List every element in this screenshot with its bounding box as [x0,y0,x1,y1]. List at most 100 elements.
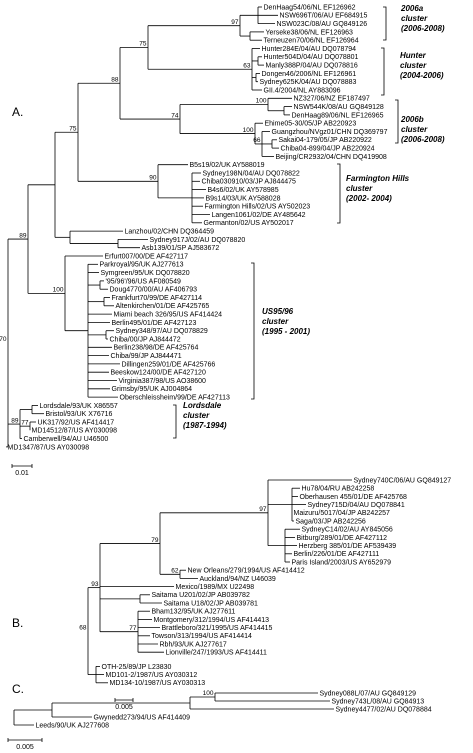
taxon-label: Saitama U201/02/JP AB039782 [152,592,250,599]
bootstrap-value: 90 [149,175,157,182]
bootstrap-value: 75 [69,125,77,132]
taxon-label: Miami beach 326/95/US AF414424 [114,312,223,319]
panel-label: A. [12,105,23,119]
taxon-label: Asb139/01/SP AJ583672 [142,245,220,252]
cluster-bracket [395,99,399,144]
taxon-label: Lanzhou/02/CHN DQ364459 [125,229,215,236]
bootstrap-value: 100 [243,127,254,134]
taxon-label: Sydney348/97/AU DQ078829 [116,328,208,335]
cluster-label: US95/96 [262,307,294,316]
cluster-label: Hunter [400,51,427,60]
taxon-label: Saitama U18/02/JP AB039781 [164,600,259,607]
taxon-label: Berlin238/98/DE AF425764 [114,345,199,352]
taxon-label: Sydney715D/04/AU DQ078841 [308,502,405,509]
cluster-bracket [173,404,177,439]
taxon-label: Maizuru/5017/04/JP AB242257 [294,510,390,517]
cluster-label: 2006b [400,115,424,124]
taxon-label: Herzberg 385/01/DE AF539439 [299,543,397,550]
taxon-label: Sydney743L/08/AU GQ84913 [332,698,425,705]
taxon-label: Saga/03/JP AB242256 [296,518,366,525]
taxon-label: Lordsdale/93/UK X86557 [40,403,118,410]
taxon-label: Paris Island/2003/US AY652979 [292,559,392,566]
bootstrap-value: 70 [0,336,7,343]
taxon-label: Dillingen259/01/DE AF425766 [122,361,216,368]
taxon-label: GII.4/2004/NL AY883096 [264,87,341,94]
taxon-label: Bristol/93/UK X76716 [46,411,113,418]
taxon-label: Terneuzen70/06/NL EF126964 [264,38,359,45]
taxon-label: Symgreen/95/UK DQ078820 [101,270,190,277]
bootstrap-value: 100 [203,690,214,697]
cluster-label: Farmington Hills [346,174,410,183]
cluster-bracket [337,163,341,224]
taxon-label: MD101-2/1987/US AY030312 [106,672,198,679]
taxon-label: Chiba04-899/04/JP AB220924 [281,146,375,153]
taxon-label: MD134-10/1987/US AY030313 [110,680,206,687]
taxon-label: Berlin495/01/DE AF427123 [112,320,197,327]
cluster-label: cluster [183,411,210,420]
taxon-label: NSW696T/06/AU EF684915 [280,13,368,20]
taxon-label: Oberschleissheim/99/DE AF427113 [120,395,230,402]
bootstrap-value: 93 [91,581,99,588]
taxon-label: Berlin/226/01/DE AF427111 [294,551,380,558]
bootstrap-value: 97 [231,19,239,26]
taxon-label: Oberhausen 455/01/DE AF425768 [300,494,408,501]
cluster-label: cluster [401,14,428,23]
taxon-label: NZ327/06/NZ EF187497 [294,96,370,103]
scale-bar-label: 0.005 [16,744,34,751]
taxon-label: Rbh/93/UK AJ277617 [160,641,227,648]
taxon-label: Farmington Hills/02/US AY502023 [205,204,311,211]
taxon-label: OTH-25/89/JP L23830 [102,664,172,671]
taxon-label: B5s19/02/UK AY588019 [190,162,265,169]
taxon-label: Hunter284E/04/AU DQ078794 [262,46,357,53]
taxon-label: Grimsby/95/UK AJ004864 [112,386,193,393]
cluster-label: cluster [400,61,427,70]
cluster-label: (2002- 2004) [346,194,392,203]
taxon-label: DenHaag54/06/NL EF126962 [264,4,356,11]
cluster-label: (2004-2006) [400,71,444,80]
taxon-label: Lionville/247/1993/US AF414411 [166,650,268,657]
taxon-label: Sydney625K/04/AU DQ078883 [260,79,357,86]
scale-bar-label: 0.01 [15,470,29,477]
taxon-label: Brattleboro/321/1995/US AF414415 [162,625,273,632]
taxon-label: MD1347/87/US AY030098 [8,444,90,451]
bootstrap-value: 79 [151,537,159,544]
taxon-label: Bham132/95/UK AJ277611 [152,609,236,616]
bootstrap-value: 62 [171,568,179,575]
taxon-label: Parkroyal/95/UK AJ277613 [100,262,184,269]
taxon-label: Chiba/99/JP AJ844471 [111,353,182,360]
taxon-label: SydneyC14/02/AU AY845056 [302,527,393,534]
taxon-label: Sydney088L/07/AU GQ849129 [320,690,417,697]
bootstrap-value: 68 [79,624,87,631]
bootstrap-value: 74 [171,112,179,119]
taxon-label: B4s6/02/UK AY578985 [208,187,279,194]
bootstrap-value: 66 [253,137,261,144]
taxon-label: Dongen46/2006/NL EF126961 [262,71,357,78]
taxon-label: Sydney740C/06/AU GQ849127 [354,477,452,484]
taxon-label: '95/96'/96/US AF080549 [106,278,182,285]
bootstrap-value: 100 [256,98,267,105]
bootstrap-value: 77 [21,419,29,426]
cluster-label: cluster [262,317,289,326]
taxon-label: MD14512/87/US AY030098 [32,428,118,435]
taxon-label: Gwynedd273/94/US AF414409 [94,714,191,721]
taxon-label: Camberwell/94/AU U46500 [24,436,109,443]
taxon-label: Sakai04-179/05/JP AB220922 [279,137,372,144]
cluster-label: cluster [346,184,373,193]
bootstrap-value: 63 [243,62,251,69]
bootstrap-value: 89 [11,417,19,424]
taxon-label: UK317/92/US AF414417 [38,419,115,426]
bootstrap-value: 77 [129,625,137,632]
taxon-label: Sydney198N/04/AU DQ078822 [203,170,300,177]
cluster-label: cluster [401,125,428,134]
taxon-label: B9s14/03/UK AY588028 [206,195,281,202]
cluster-label: 2006a [400,4,424,13]
taxon-label: Auckland/94/NZ U46039 [200,576,276,583]
cluster-label: (2006-2008) [401,135,445,144]
cluster-label: (1995 - 2001) [262,327,310,336]
bootstrap-value: 89 [19,232,27,239]
bootstrap-value: 75 [139,41,147,48]
cluster-label: Lordsdale [183,401,222,410]
taxon-label: Germanton/02/US AY502017 [204,220,294,227]
taxon-label: Hunter504D/04/AU DQ078801 [264,54,359,61]
